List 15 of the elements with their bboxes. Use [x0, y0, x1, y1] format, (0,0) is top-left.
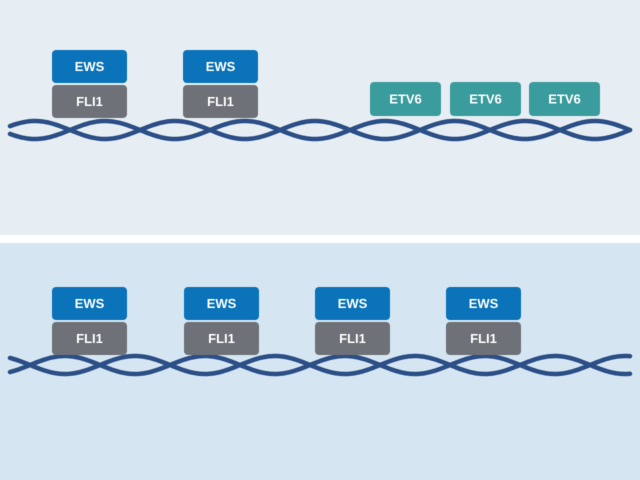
protein-box: EWS [52, 287, 127, 320]
protein-box: EWS [52, 50, 127, 83]
protein-box: EWS [446, 287, 521, 320]
protein-box: FLI1 [52, 85, 127, 118]
protein-box: FLI1 [52, 322, 127, 355]
protein-box: EWS [315, 287, 390, 320]
protein-box: EWS [184, 287, 259, 320]
protein-box: EWS [183, 50, 258, 83]
protein-box: FLI1 [315, 322, 390, 355]
protein-box: ETV6 [529, 82, 600, 116]
protein-box: FLI1 [184, 322, 259, 355]
protein-box: FLI1 [446, 322, 521, 355]
protein-box: ETV6 [370, 82, 441, 116]
protein-box: ETV6 [450, 82, 521, 116]
protein-box: FLI1 [183, 85, 258, 118]
